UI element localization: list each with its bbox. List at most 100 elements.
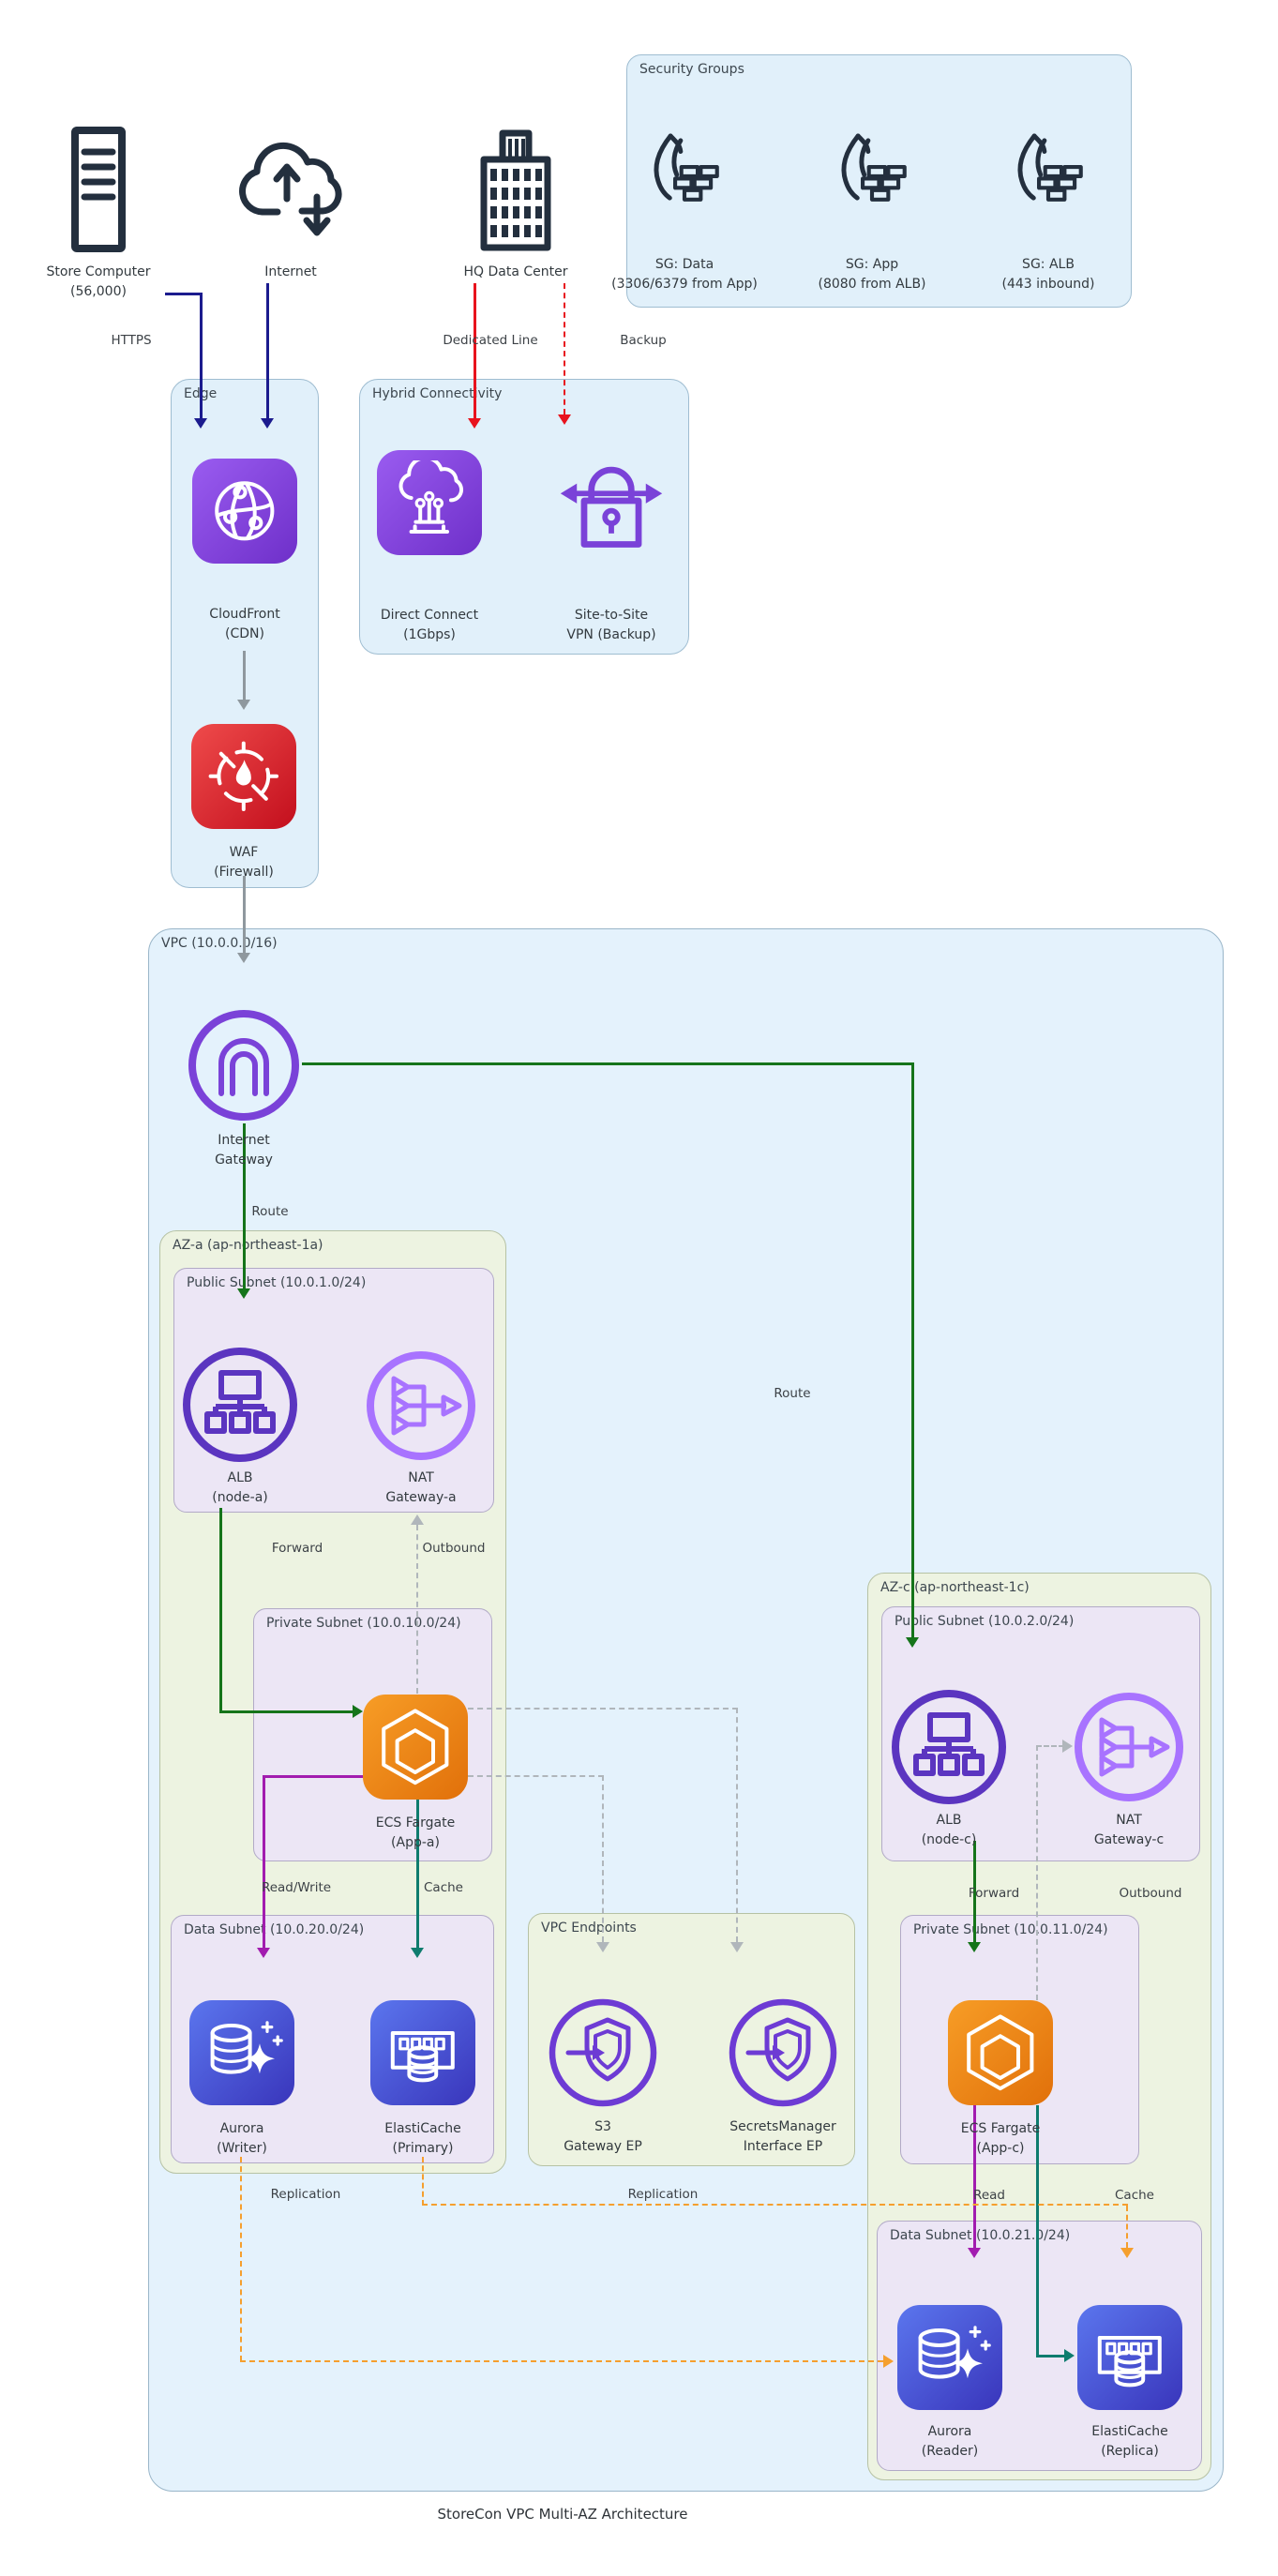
public-subnet-c-title: Public Subnet (10.0.2.0/24) xyxy=(895,1614,1075,1629)
internet-arrowhead xyxy=(261,418,274,429)
outbound-a-label: Outbound xyxy=(422,1541,486,1556)
elasticache-primary-label: ElastiCache (Primary) xyxy=(384,2121,461,2156)
forward-c-line xyxy=(973,1841,976,1942)
route-c-label: Route xyxy=(774,1386,811,1401)
https-label: HTTPS xyxy=(111,333,152,348)
sg-alb-label: SG: ALB (443 inbound) xyxy=(1001,257,1095,292)
vpc-endpoints-title: VPC Endpoints xyxy=(541,1921,637,1936)
elasticache-replica-icon xyxy=(1077,2305,1182,2410)
forward-c-arrowhead xyxy=(968,1942,981,1952)
waf-igw-arrowhead xyxy=(237,953,250,963)
dedicated-line xyxy=(474,283,476,418)
backup-label: Backup xyxy=(620,333,667,348)
cache-c-line-v xyxy=(1036,2105,1039,2357)
vpc-title: VPC (10.0.0.0/16) xyxy=(161,936,278,951)
ecs-fargate-app-c-label: ECS Fargate (App-c) xyxy=(960,2121,1041,2156)
site-to-site-vpn-label: Site-to-Site VPN (Backup) xyxy=(566,608,656,642)
aurora-reader-label: Aurora (Reader) xyxy=(921,2424,979,2459)
ecs-a-s3-line-v xyxy=(602,1775,604,1942)
cloudfront-icon xyxy=(192,459,297,564)
ecs-a-sm-line-v xyxy=(736,1708,738,1942)
outbound-a-arrowhead xyxy=(411,1514,424,1525)
forward-c-label: Forward xyxy=(968,1886,1020,1901)
private-subnet-c-title: Private Subnet (10.0.11.0/24) xyxy=(913,1922,1108,1937)
aurora-writer-icon xyxy=(189,2000,294,2105)
cache-a-arrowhead xyxy=(411,1948,424,1958)
secretsmanager-endpoint-icon xyxy=(726,1996,840,2110)
nat-gateway-a-icon xyxy=(364,1348,478,1463)
alb-node-c-icon xyxy=(889,1687,1009,1807)
https-line xyxy=(165,293,203,295)
aurora-reader-icon xyxy=(897,2305,1002,2410)
internet-label: Internet xyxy=(264,264,317,279)
s3-gateway-endpoint-icon xyxy=(546,1996,660,2110)
internet-gateway-label: Internet Gateway xyxy=(215,1133,273,1167)
internet-line xyxy=(266,283,269,418)
forward-a-line-v xyxy=(219,1508,222,1712)
replication-db-line-h xyxy=(240,2360,883,2362)
ecs-fargate-app-a-icon xyxy=(363,1695,468,1800)
read-c-label: Read xyxy=(973,2188,1005,2203)
hq-data-center-label: HQ Data Center xyxy=(463,264,568,279)
ecs-a-s3-arrowhead xyxy=(596,1942,609,1952)
backup-arrowhead xyxy=(558,414,571,425)
secretsmanager-endpoint-label: SecretsManager Interface EP xyxy=(729,2119,836,2154)
alb-node-a-label: ALB (node-a) xyxy=(212,1470,268,1505)
waf-icon xyxy=(191,724,296,829)
forward-a-label: Forward xyxy=(271,1541,323,1556)
internet-icon xyxy=(233,131,349,255)
route-c-arrowhead xyxy=(906,1637,919,1648)
dedicated-line-label: Dedicated Line xyxy=(443,333,538,348)
read-write-line-v xyxy=(263,1775,265,1948)
diagram-title: StoreCon VPC Multi-AZ Architecture xyxy=(437,2506,688,2523)
sg-alb-firewall-icon xyxy=(1008,131,1089,212)
replication-cache-line-v1 xyxy=(422,2157,424,2206)
data-subnet-c-title: Data Subnet (10.0.21.0/24) xyxy=(890,2228,1071,2243)
public-subnet-a-box xyxy=(173,1268,494,1513)
backup-line xyxy=(564,283,565,414)
cloudfront-waf-arrowhead xyxy=(237,700,250,710)
security-groups-title: Security Groups xyxy=(639,62,744,77)
forward-a-line-h xyxy=(219,1710,353,1713)
sg-app-label: SG: App (8080 from ALB) xyxy=(818,257,926,292)
dedicated-arrowhead xyxy=(468,418,481,429)
replication-cache-label: Replication xyxy=(627,2187,699,2202)
alb-node-c-label: ALB (node-c) xyxy=(921,1813,977,1847)
sg-data-firewall-icon xyxy=(644,131,725,212)
s3-gateway-endpoint-label: S3 Gateway EP xyxy=(564,2119,642,2154)
replication-cache-line-v2 xyxy=(1126,2206,1128,2248)
cloudfront-waf-line xyxy=(243,651,246,700)
igw-route-line-c xyxy=(911,1062,914,1637)
alb-node-a-icon xyxy=(180,1345,300,1465)
read-write-label: Read/Write xyxy=(261,1880,332,1895)
https-line-v xyxy=(200,293,203,418)
cache-a-label: Cache xyxy=(424,1880,463,1895)
https-arrowhead xyxy=(194,418,207,429)
route-a-arrowhead xyxy=(237,1288,250,1299)
ecs-fargate-app-c-icon xyxy=(948,2000,1053,2105)
outbound-c-label: Outbound xyxy=(1119,1886,1182,1901)
hq-data-center-icon xyxy=(476,128,555,253)
outbound-c-line-h xyxy=(1036,1745,1064,1747)
nat-gateway-c-icon xyxy=(1072,1690,1186,1804)
read-write-arrowhead xyxy=(257,1948,270,1958)
direct-connect-icon xyxy=(377,450,482,555)
data-subnet-a-title: Data Subnet (10.0.20.0/24) xyxy=(184,1922,365,1937)
outbound-c-arrowhead xyxy=(1062,1740,1073,1753)
az-a-title: AZ-a (ap-northeast-1a) xyxy=(173,1238,323,1253)
private-subnet-a-title: Private Subnet (10.0.10.0/24) xyxy=(266,1616,461,1631)
elasticache-replica-label: ElastiCache (Replica) xyxy=(1091,2424,1168,2459)
internet-gateway-icon xyxy=(186,1007,302,1123)
waf-label: WAF (Firewall) xyxy=(214,845,274,880)
ecs-a-s3-line-h xyxy=(468,1775,604,1777)
replication-db-arrowhead xyxy=(883,2355,894,2368)
igw-route-line-a xyxy=(243,1123,246,1288)
forward-a-arrowhead xyxy=(353,1705,363,1718)
igw-route-line-h xyxy=(302,1062,913,1065)
cache-c-line-h xyxy=(1036,2355,1064,2358)
az-c-title: AZ-c (ap-northeast-1c) xyxy=(880,1580,1030,1595)
store-computer-label: Store Computer (56,000) xyxy=(46,264,151,299)
replication-db-label: Replication xyxy=(270,2187,341,2202)
sg-app-firewall-icon xyxy=(832,131,912,212)
